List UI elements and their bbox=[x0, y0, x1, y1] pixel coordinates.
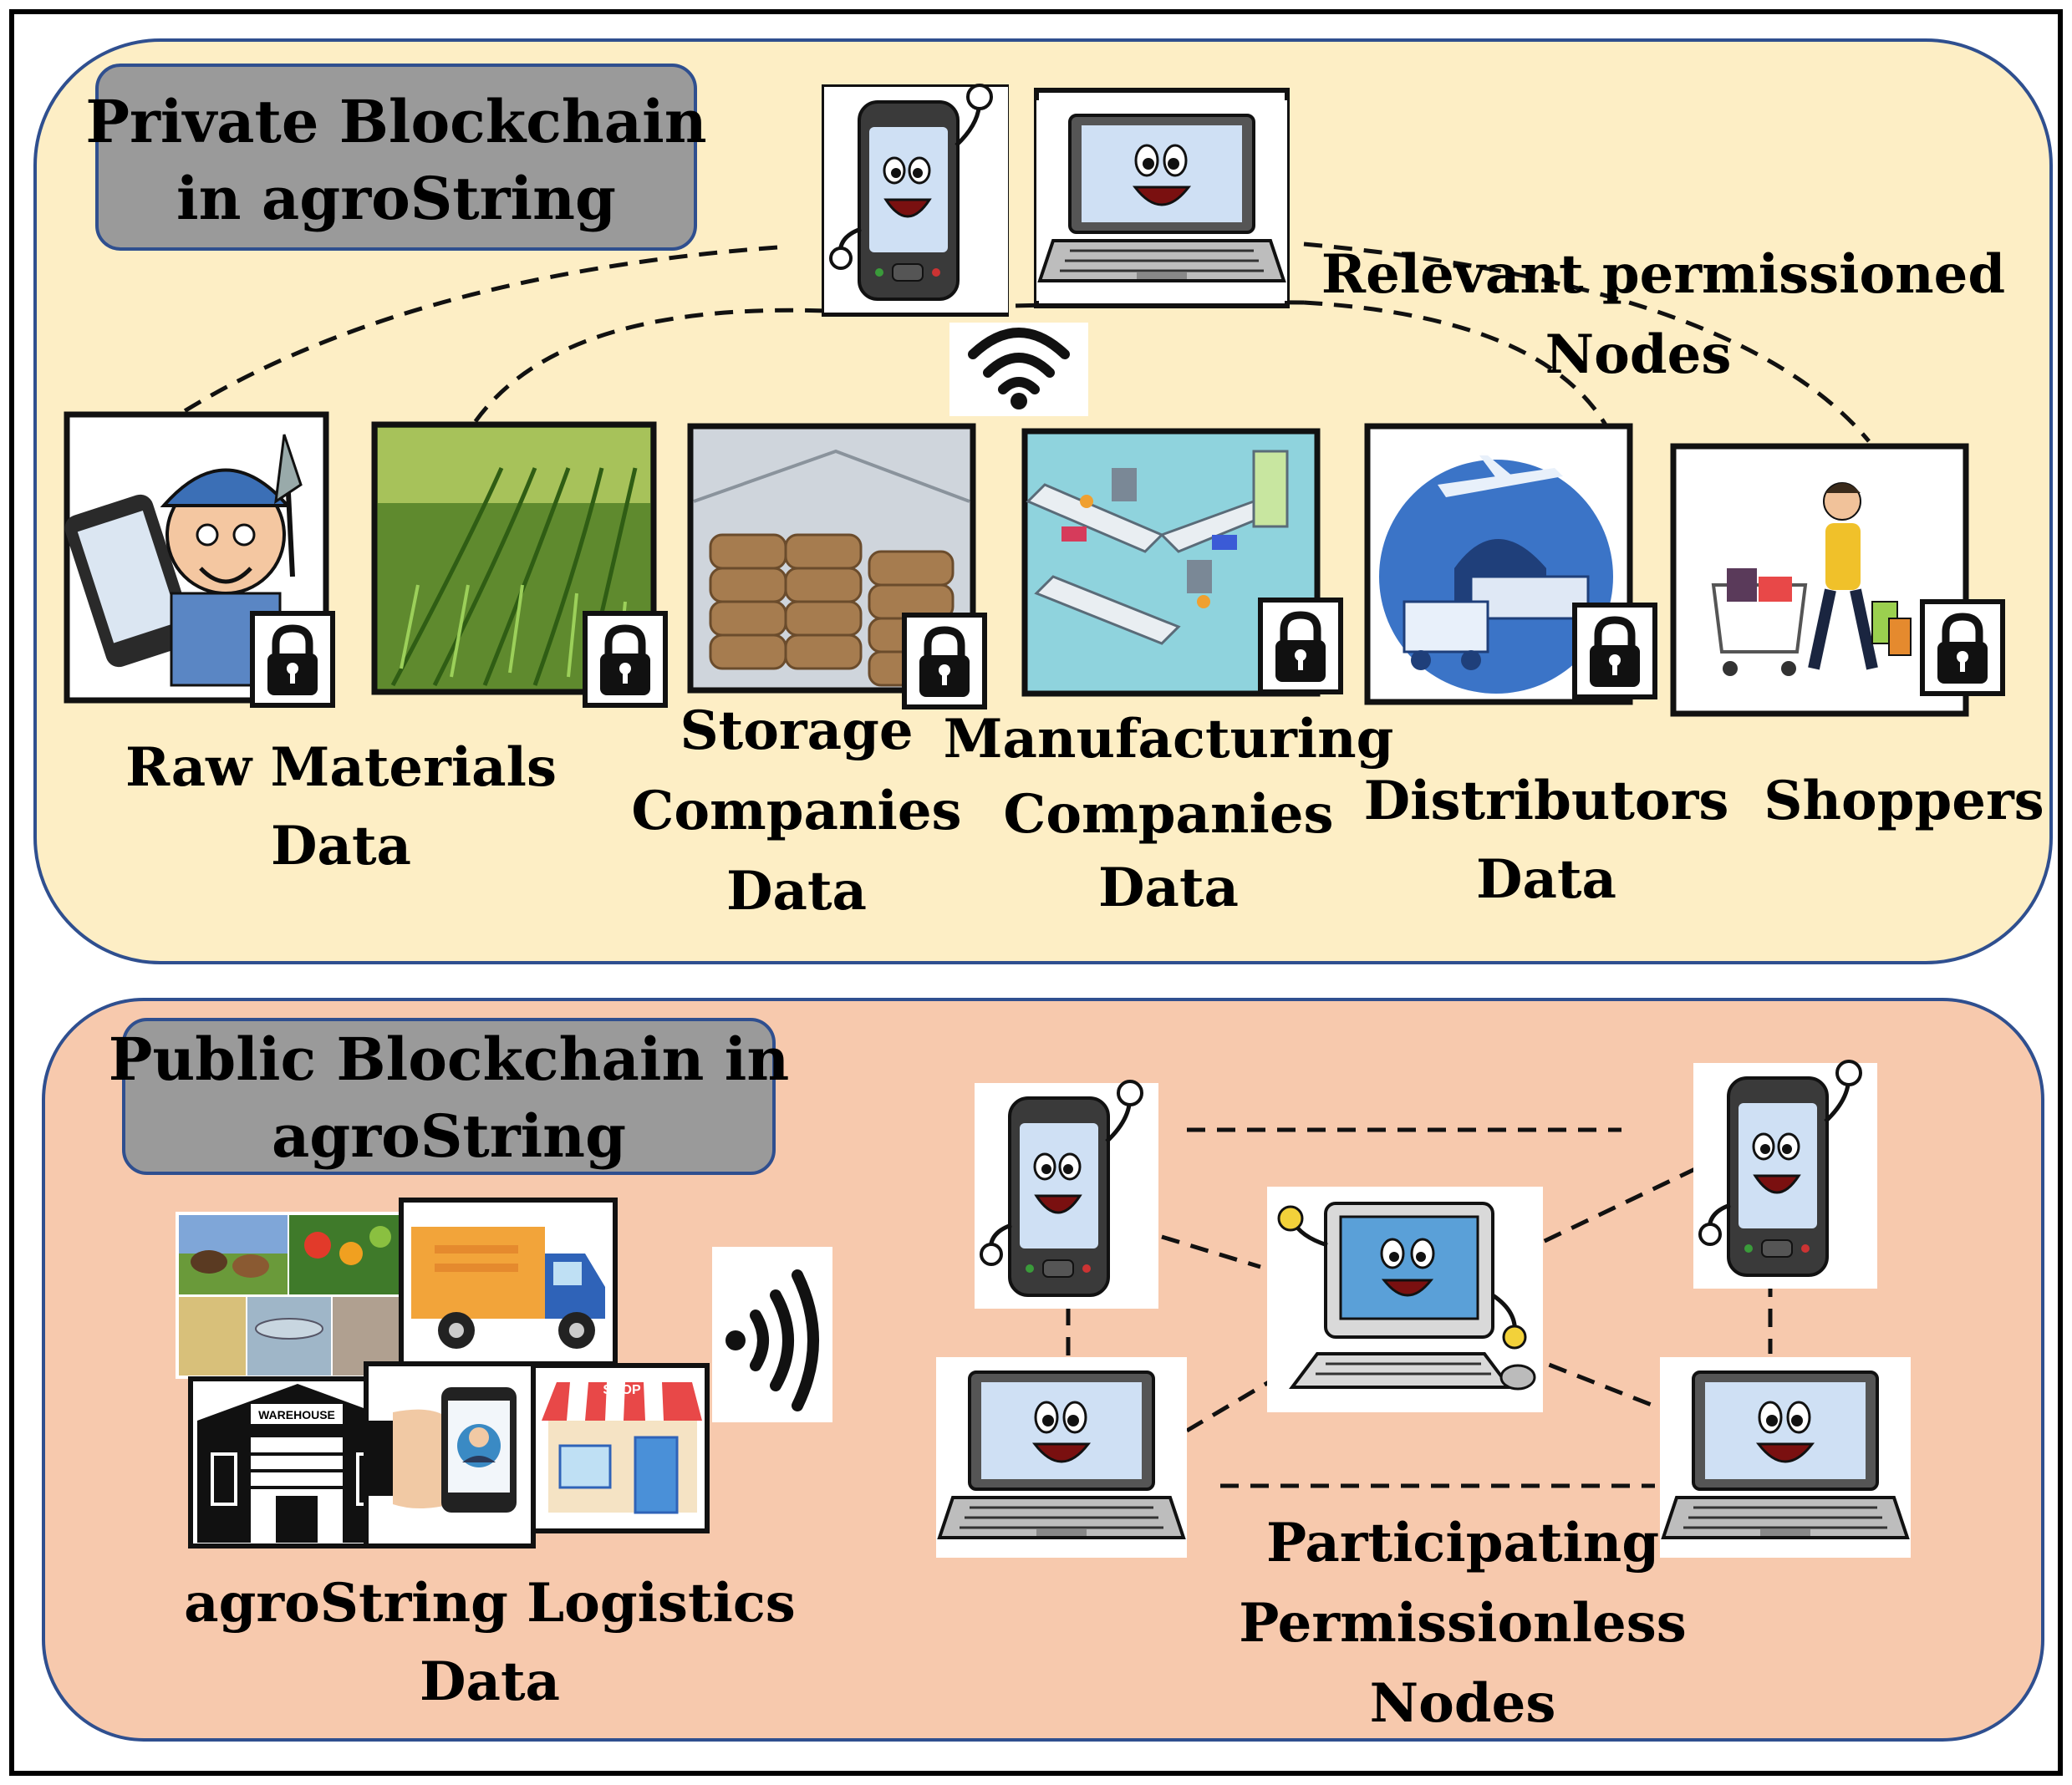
wifi-icon bbox=[949, 323, 1088, 416]
distributors-label-line-1: Distributors bbox=[1364, 770, 1729, 832]
logistics-label-line-2: Data bbox=[420, 1650, 560, 1713]
connection-raw-materials bbox=[165, 245, 778, 425]
shop-sign: SHOP bbox=[603, 1383, 641, 1397]
manufacturing-label-line-3: Data bbox=[1098, 857, 1239, 919]
phone-support-icon bbox=[364, 1361, 536, 1549]
network-node-laptop-right bbox=[1658, 1355, 1912, 1559]
connection-crop-field bbox=[457, 300, 1305, 449]
storage-label-line-3: Data bbox=[726, 860, 867, 923]
shop-icon: SHOP bbox=[531, 1363, 710, 1533]
connection-laptop-desktop bbox=[1185, 1375, 1279, 1433]
distributors-label-line-2: Data bbox=[1476, 848, 1616, 911]
lock-icon bbox=[1922, 602, 2003, 694]
network-node-phone-right bbox=[1693, 1061, 1877, 1289]
storage-label-line-2: Companies bbox=[631, 780, 961, 842]
logistics-collage: WAREHOUSE bbox=[176, 1198, 710, 1549]
warehouse-sign: WAREHOUSE bbox=[258, 1408, 335, 1421]
manufacturing-label-line-1: Manufacturing bbox=[944, 708, 1394, 770]
data-tile-manufacturing bbox=[1021, 428, 1341, 697]
crop-field-icon bbox=[378, 428, 650, 687]
raw-materials-label-line-1: Raw Materials bbox=[125, 736, 557, 799]
data-tile-shoppers bbox=[1670, 443, 2003, 717]
network-node-phone-left bbox=[975, 1081, 1158, 1309]
lock-icon bbox=[1575, 605, 1655, 697]
network-label-line-2: Permissionless bbox=[1239, 1592, 1687, 1655]
lock-icon bbox=[904, 615, 985, 707]
public-title-line-1: Public Blockchain in bbox=[109, 1025, 789, 1094]
lock-icon bbox=[252, 613, 333, 705]
relevant-nodes-label-line-2: Nodes bbox=[1545, 323, 1732, 386]
factory-assembly-line-icon bbox=[1026, 450, 1289, 645]
lock-icon bbox=[585, 613, 665, 705]
private-title-box bbox=[95, 64, 697, 251]
network-node-laptop-left bbox=[934, 1355, 1189, 1559]
network-label-line-3: Nodes bbox=[1370, 1672, 1556, 1735]
shoppers-label: Shoppers bbox=[1764, 770, 2044, 832]
connection-shoppers bbox=[1303, 242, 1871, 443]
storage-label-line-1: Storage bbox=[680, 699, 913, 762]
data-tile-distributors bbox=[1364, 423, 1655, 705]
connection-phone-desktop-right bbox=[1503, 1166, 1698, 1263]
private-title-line-1: Private Blockchain bbox=[85, 87, 706, 156]
network-label-line-1: Participating bbox=[1266, 1512, 1659, 1574]
relevant-nodes-label-line-1: Relevant permissioned bbox=[1321, 243, 2005, 306]
raw-materials-label-line-2: Data bbox=[271, 815, 411, 877]
permissioned-connections bbox=[165, 242, 1871, 449]
lock-icon bbox=[1260, 600, 1341, 692]
data-tile-crop-field bbox=[371, 421, 665, 705]
plane-truck-train-icon bbox=[1379, 455, 1613, 694]
logistics-label-line-1: agroString Logistics bbox=[184, 1572, 796, 1635]
connection-distributors bbox=[1303, 300, 1616, 440]
farmer-with-phone-icon bbox=[64, 434, 303, 687]
public-title-line-2: agroString bbox=[272, 1101, 626, 1171]
private-title-line-2: in agroString bbox=[176, 164, 616, 233]
private-node-phone bbox=[822, 85, 1008, 317]
data-tile-raw-materials bbox=[64, 411, 333, 705]
data-tile-storage bbox=[687, 423, 985, 707]
broadcast-signal-icon bbox=[712, 1247, 832, 1422]
permissionless-connections bbox=[1066, 1127, 1773, 1488]
farm-produce-collage-icon bbox=[176, 1212, 406, 1379]
smartphone-character-icon bbox=[824, 85, 1008, 313]
delivery-truck-icon bbox=[399, 1198, 618, 1366]
connection-phone-desktop bbox=[1161, 1234, 1261, 1269]
public-title-box bbox=[122, 1018, 776, 1175]
shopper-with-cart-icon bbox=[1711, 482, 1912, 676]
laptop-character-icon bbox=[1035, 99, 1289, 303]
private-node-laptop bbox=[1034, 88, 1290, 308]
network-node-desktop-center bbox=[1267, 1187, 1543, 1412]
manufacturing-label-line-2: Companies bbox=[1003, 783, 1333, 846]
